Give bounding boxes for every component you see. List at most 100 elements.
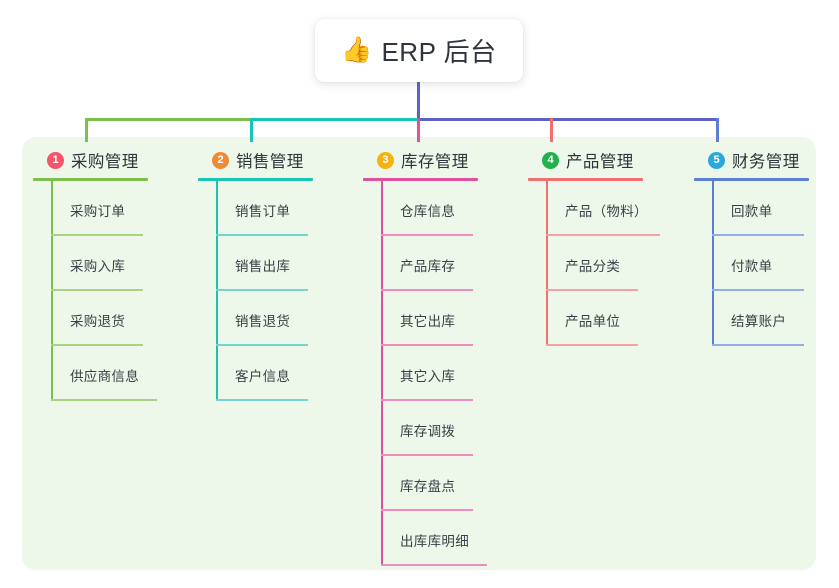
root-node[interactable]: 👍 ERP 后台 (315, 19, 523, 82)
branch-items-3: 仓库信息 产品库存 其它出库 其它入库 库存调拨 (363, 181, 523, 566)
branch-title-3: 库存管理 (401, 153, 469, 171)
item-spine (546, 291, 548, 346)
item-label: 库存盘点 (400, 478, 456, 494)
item-spine (216, 346, 218, 401)
root-stem-connector (417, 82, 420, 120)
branch-header-4[interactable]: 4 产品管理 (528, 148, 693, 172)
list-item[interactable]: 结算账户 (712, 291, 839, 346)
branch-drop-5 (716, 118, 719, 142)
branch-rule-2 (198, 178, 313, 181)
item-rule (216, 289, 308, 291)
item-label: 产品库存 (400, 258, 456, 274)
item-label: 库存调拨 (400, 423, 456, 439)
bar-segment-green (85, 118, 252, 121)
item-rule (381, 454, 473, 456)
item-spine (216, 291, 218, 346)
item-label: 客户信息 (235, 368, 291, 384)
item-rule (381, 234, 473, 236)
item-rule (546, 234, 660, 236)
list-item[interactable]: 销售退货 (216, 291, 348, 346)
list-item[interactable]: 销售出库 (216, 236, 348, 291)
item-label: 产品（物料） (565, 203, 648, 219)
branch-rule-3 (363, 178, 478, 181)
item-label: 付款单 (731, 258, 773, 274)
content-panel (22, 137, 816, 570)
list-item[interactable]: 采购入库 (51, 236, 183, 291)
item-rule (712, 289, 804, 291)
list-item[interactable]: 其它入库 (381, 346, 523, 401)
list-item[interactable]: 采购退货 (51, 291, 183, 346)
branch-header-2[interactable]: 2 销售管理 (198, 148, 348, 172)
list-item[interactable]: 产品库存 (381, 236, 523, 291)
item-label: 产品分类 (565, 258, 621, 274)
list-item[interactable]: 产品分类 (546, 236, 693, 291)
item-spine (381, 236, 383, 291)
branch-rule-5 (694, 178, 809, 181)
branch-items-1: 采购订单 采购入库 采购退货 供应商信息 (33, 181, 183, 401)
branch-rule-4 (528, 178, 643, 181)
item-label: 销售订单 (235, 203, 291, 219)
item-label: 仓库信息 (400, 203, 456, 219)
item-label: 回款单 (731, 203, 773, 219)
list-item[interactable]: 客户信息 (216, 346, 348, 401)
branch-header-3[interactable]: 3 库存管理 (363, 148, 523, 172)
item-spine (712, 291, 714, 346)
list-item[interactable]: 产品单位 (546, 291, 693, 346)
item-spine (51, 346, 53, 401)
branch-column-3: 3 库存管理 仓库信息 产品库存 其它出库 其它入库 (363, 148, 523, 566)
branch-header-5[interactable]: 5 财务管理 (694, 148, 839, 172)
item-spine (51, 181, 53, 236)
list-item[interactable]: 出库库明细 (381, 511, 523, 566)
item-spine (546, 181, 548, 236)
item-label: 出库库明细 (400, 533, 469, 549)
list-item[interactable]: 采购订单 (51, 181, 183, 236)
bar-segment-blue (418, 118, 718, 121)
item-rule (381, 344, 473, 346)
item-spine (216, 181, 218, 236)
item-label: 其它入库 (400, 368, 456, 384)
item-spine (712, 181, 714, 236)
list-item[interactable]: 销售订单 (216, 181, 348, 236)
item-spine (546, 236, 548, 291)
branch-badge-5: 5 (708, 151, 725, 169)
item-spine (381, 511, 383, 566)
list-item[interactable]: 回款单 (712, 181, 839, 236)
item-rule (216, 344, 308, 346)
item-rule (381, 564, 487, 566)
item-spine (51, 291, 53, 346)
branch-column-5: 5 财务管理 回款单 付款单 结算账户 (694, 148, 839, 346)
item-spine (381, 456, 383, 511)
item-rule (546, 289, 638, 291)
branch-drop-4 (550, 118, 553, 142)
list-item[interactable]: 库存调拨 (381, 401, 523, 456)
branch-drop-1 (85, 118, 88, 142)
item-label: 销售出库 (235, 258, 291, 274)
list-item[interactable]: 供应商信息 (51, 346, 183, 401)
item-spine (51, 236, 53, 291)
list-item[interactable]: 库存盘点 (381, 456, 523, 511)
root-title: ERP 后台 (381, 37, 497, 67)
item-spine (381, 401, 383, 456)
item-rule (51, 344, 143, 346)
list-item[interactable]: 付款单 (712, 236, 839, 291)
item-rule (712, 234, 804, 236)
list-item[interactable]: 仓库信息 (381, 181, 523, 236)
bar-segment-teal (250, 118, 420, 121)
item-label: 销售退货 (235, 313, 291, 329)
item-label: 供应商信息 (70, 368, 139, 384)
item-rule (712, 344, 804, 346)
branch-badge-3: 3 (377, 151, 394, 169)
item-label: 采购订单 (70, 203, 126, 219)
branch-header-1[interactable]: 1 采购管理 (33, 148, 183, 172)
branch-column-1: 1 采购管理 采购订单 采购入库 采购退货 供应商信 (33, 148, 183, 401)
item-label: 采购入库 (70, 258, 126, 274)
item-rule (381, 509, 473, 511)
item-spine (381, 291, 383, 346)
list-item[interactable]: 产品（物料） (546, 181, 693, 236)
root-node-content: 👍 ERP 后台 (341, 32, 496, 69)
item-label: 其它出库 (400, 313, 456, 329)
list-item[interactable]: 其它出库 (381, 291, 523, 346)
thumbs-up-emoji: 👍 (341, 36, 373, 64)
item-rule (51, 234, 143, 236)
